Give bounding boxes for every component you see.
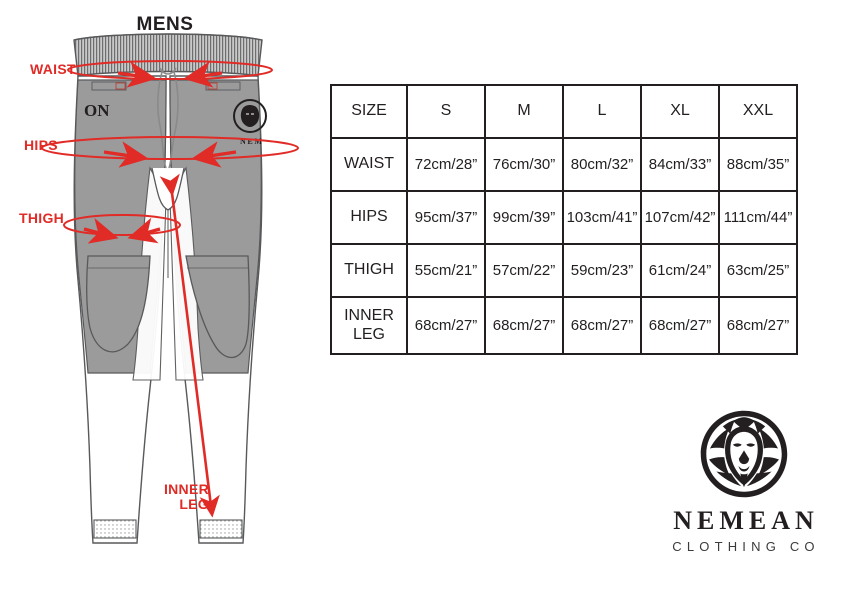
table-cell: 99cm/39” (484, 190, 564, 245)
waist-arrow-left (117, 61, 157, 88)
table-row: HIPS 95cm/37” 99cm/39” 103cm/41” 107cm/4… (330, 190, 798, 245)
brand-tagline: CLOTHING CO (672, 539, 820, 554)
thigh-arrow-left (83, 218, 119, 244)
row-label: WAIST (330, 137, 408, 192)
row-label: HIPS (330, 190, 408, 245)
row-label: INNER LEG (330, 296, 408, 355)
thigh-arrow-right (127, 217, 161, 244)
hips-ring (41, 136, 299, 160)
measurement-guides (41, 60, 299, 518)
illustration-panel: MENS (0, 0, 330, 595)
annotation-label-inner-leg: INNER LEG (163, 481, 209, 513)
table-cell: 88cm/35” (718, 137, 798, 192)
table-cell: 68cm/27” (718, 296, 798, 355)
table-header-cell: XXL (718, 84, 798, 139)
table-cell: 107cm/42” (640, 190, 720, 245)
table-cell: 72cm/28” (406, 137, 486, 192)
table-cell: 111cm/44” (718, 190, 798, 245)
table-cell: 59cm/23” (562, 243, 642, 298)
table-cell: 68cm/27” (640, 296, 720, 355)
waist-arrow-right (183, 61, 223, 88)
annotation-label-waist: WAIST (30, 61, 76, 77)
table-cell: 76cm/30” (484, 137, 564, 192)
table-cell: 84cm/33” (640, 137, 720, 192)
thigh-print-text: ON (84, 101, 110, 120)
inner-leg-arrow (159, 173, 220, 518)
table-cell: 68cm/27” (562, 296, 642, 355)
thigh-lion-patch: NEM (233, 99, 267, 146)
table-cell: 57cm/22” (484, 243, 564, 298)
right-cuff (199, 519, 243, 539)
left-knee-stitch (88, 255, 150, 269)
left-knee-panel (86, 255, 151, 353)
annotation-label-thigh: THIGH (19, 210, 65, 226)
drawstring-knot (159, 67, 177, 75)
table-cell: 68cm/27” (406, 296, 486, 355)
table-cell: 68cm/27” (484, 296, 564, 355)
left-pocket-tab (115, 82, 126, 90)
annotation-label-hips: HIPS (24, 137, 58, 153)
left-cuff (93, 519, 137, 539)
page-title: MENS (136, 14, 194, 35)
patch-text: NEM (240, 137, 263, 146)
table-header-cell: L (562, 84, 642, 139)
table-cell: 103cm/41” (562, 190, 642, 245)
table-header-cell: M (484, 84, 564, 139)
table-header-cell: S (406, 84, 486, 139)
brand-logo: NEMEAN CLOTHING CO (646, 408, 841, 586)
hips-arrow-left (103, 141, 149, 168)
table-header-cell: XL (640, 84, 720, 139)
table-cell: 61cm/24” (640, 243, 720, 298)
left-pocket-welt (91, 81, 127, 91)
size-chart-table: SIZE S M L XL XXL WAIST 72cm/28” 76cm/30… (330, 84, 798, 355)
waistband-top-edge (73, 33, 263, 41)
table-header-cell: SIZE (330, 84, 408, 139)
waist-ring (67, 60, 273, 80)
table-row: WAIST 72cm/28” 76cm/30” 80cm/32” 84cm/33… (330, 137, 798, 192)
hips-arrow-right (191, 141, 237, 168)
table-cell: 95cm/37” (406, 190, 486, 245)
mens-joggers-illustration: ON NEM (41, 33, 299, 544)
table-row: INNER LEG 68cm/27” 68cm/27” 68cm/27” 68c… (330, 296, 798, 355)
table-row: THIGH 55cm/21” 57cm/22” 59cm/23” 61cm/24… (330, 243, 798, 298)
garment-body: ON NEM (73, 33, 267, 544)
lion-head-icon (700, 410, 787, 498)
brand-name: NEMEAN (673, 506, 819, 535)
waistband (73, 33, 263, 77)
table-cell: 63cm/25” (718, 243, 798, 298)
row-label: THIGH (330, 243, 408, 298)
table-cell: 55cm/21” (406, 243, 486, 298)
table-cell: 80cm/32” (562, 137, 642, 192)
drawstring-right (168, 71, 179, 169)
table-header-row: SIZE S M L XL XXL (330, 84, 798, 139)
